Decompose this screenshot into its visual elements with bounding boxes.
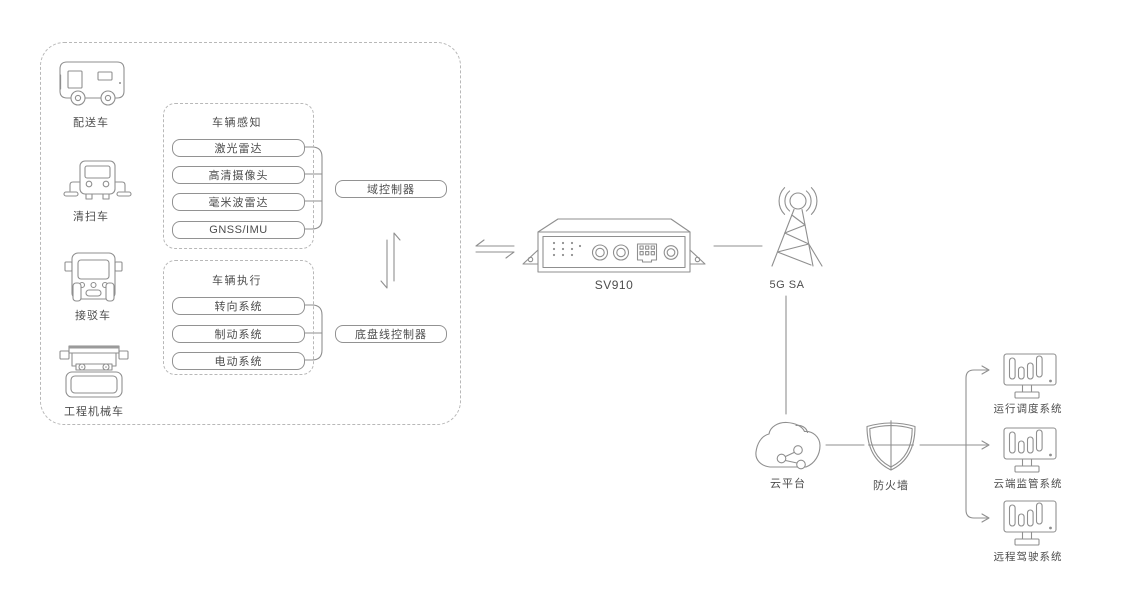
- led-dots: [552, 241, 582, 257]
- dispatch-system-label: 运行调度系统: [993, 403, 1063, 415]
- execution-item-electric: 电动系统: [172, 352, 305, 370]
- vehicle-zone-box: [40, 42, 461, 425]
- perception-group-box: [163, 103, 314, 249]
- perception-item-mmwave-radar: 毫米波雷达: [172, 193, 305, 211]
- gateway-label: SV910: [594, 278, 634, 292]
- monitor-icon: [1003, 427, 1057, 473]
- execution-bus-connector: [302, 304, 323, 361]
- execution-item-braking: 制动系统: [172, 325, 305, 343]
- firewall-systems-links: [919, 365, 990, 523]
- zone-gateway-bidirectional-arrow: [475, 239, 515, 259]
- monitor-icon: [1003, 500, 1057, 546]
- perception-item-hd-camera: 高清摄像头: [172, 166, 305, 184]
- delivery-van-label: 配送车: [73, 117, 109, 129]
- execution-group-title: 车辆执行: [212, 275, 262, 287]
- network-label: 5G SA: [769, 279, 805, 291]
- perception-item-gnss-imu: GNSS/IMU: [172, 221, 305, 239]
- sweeper-truck-icon: [63, 160, 132, 200]
- remote-driving-system-label: 远程驾驶系统: [993, 551, 1063, 563]
- cloud-icon: [755, 421, 821, 470]
- domain-controller-box: 域控制器: [335, 180, 447, 198]
- engineering-vehicle-icon: [59, 345, 129, 398]
- perception-item-lidar: 激光雷达: [172, 139, 305, 157]
- vehicle-gateway-device-icon: [522, 218, 706, 273]
- sweeper-truck-label: 清扫车: [73, 211, 109, 223]
- chassis-controller-box: 底盘线控制器: [335, 325, 447, 343]
- perception-bus-connector: [302, 146, 323, 230]
- delivery-van-icon: [59, 61, 125, 106]
- monitor-icon: [1003, 353, 1057, 399]
- shuttle-bus-label: 接驳车: [75, 310, 111, 322]
- engineering-vehicle-label: 工程机械车: [64, 406, 124, 418]
- share-nodes: [776, 445, 806, 470]
- cell-tower-icon: [771, 187, 823, 267]
- cloud-supervision-system-label: 云端监管系统: [993, 478, 1063, 490]
- pin-grid: [639, 245, 655, 256]
- firewall-label: 防火墙: [873, 480, 909, 492]
- execution-group-box: [163, 260, 314, 375]
- shield-icon: [866, 420, 916, 471]
- shuttle-bus-icon: [64, 252, 123, 302]
- controllers-bidirectional-arrow: [380, 232, 401, 289]
- cloud-label: 云平台: [770, 478, 806, 490]
- perception-group-title: 车辆感知: [212, 117, 262, 129]
- execution-item-steering: 转向系统: [172, 297, 305, 315]
